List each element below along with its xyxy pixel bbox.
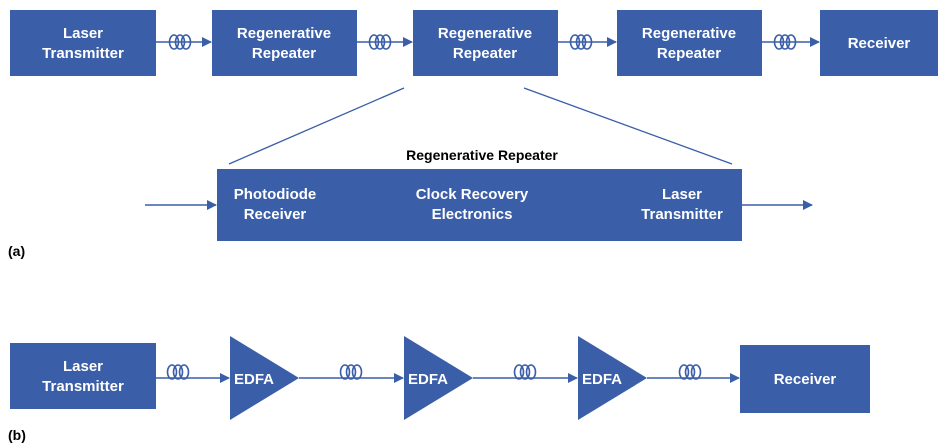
box-label: Receiver — [848, 35, 911, 52]
b-edfa-amplifier-1: EDFA — [230, 336, 299, 420]
box-shape — [820, 10, 938, 76]
regenerative-repeater-detail-box: Photodiode Receiver Clock Recovery Elect… — [217, 169, 742, 241]
b-edfa-amplifier-2: EDFA — [404, 336, 473, 420]
box-label-line1: Regenerative — [642, 25, 736, 42]
a-fiber-link-4 — [762, 34, 820, 50]
clock-recovery-line2: Electronics — [432, 206, 513, 223]
fiber-coil-icon — [513, 364, 537, 380]
b-fiber-link-4 — [647, 364, 740, 383]
a-regenerative-repeater-box-1: Regenerative Repeater — [212, 10, 357, 76]
fiber-coil-icon — [166, 364, 190, 380]
box-shape — [10, 343, 156, 409]
a-fiber-link-3 — [558, 34, 617, 50]
a-regenerative-repeater-box-2: Regenerative Repeater — [413, 10, 558, 76]
amplifier-triangle-icon — [578, 336, 647, 420]
amplifier-triangle-icon — [404, 336, 473, 420]
box-label-line1: Laser — [63, 358, 103, 375]
a-fiber-link-2 — [357, 34, 413, 50]
a-fiber-link-1 — [156, 34, 212, 50]
box-shape — [740, 345, 870, 413]
panel-b: Laser Transmitter EDFA EDFA EDFA — [8, 336, 870, 443]
amplifier-label: EDFA — [582, 371, 622, 388]
box-shape — [617, 10, 762, 76]
photodiode-receiver-line2: Receiver — [244, 206, 307, 223]
b-edfa-amplifier-3: EDFA — [578, 336, 647, 420]
laser-transmitter-line2: Transmitter — [641, 206, 723, 223]
panel-a: Laser Transmitter Regenerative Repeater … — [8, 10, 938, 259]
a-receiver-box: Receiver — [820, 10, 938, 76]
b-fiber-link-1 — [156, 364, 230, 383]
box-label-line2: Repeater — [657, 45, 721, 62]
panel-a-label: (a) — [8, 243, 25, 259]
amplifier-label: EDFA — [234, 371, 274, 388]
amplifier-label: EDFA — [408, 371, 448, 388]
b-fiber-link-2 — [299, 364, 404, 383]
fiber-coil-icon — [339, 364, 363, 380]
box-shape — [212, 10, 357, 76]
detail-title: Regenerative Repeater — [406, 147, 558, 163]
box-label-line2: Repeater — [252, 45, 316, 62]
box-shape — [413, 10, 558, 76]
amplifier-triangle-icon — [230, 336, 299, 420]
box-label-line1: Regenerative — [237, 25, 331, 42]
expansion-line-right — [523, 87, 733, 165]
panel-b-label: (b) — [8, 427, 26, 443]
box-label-line2: Transmitter — [42, 45, 124, 62]
box-label-line2: Transmitter — [42, 378, 124, 395]
b-fiber-link-3 — [473, 364, 578, 383]
box-label: Receiver — [774, 371, 837, 388]
laser-transmitter-line1: Laser — [662, 186, 702, 203]
clock-recovery-line1: Clock Recovery — [416, 186, 529, 203]
a-regenerative-repeater-box-3: Regenerative Repeater — [617, 10, 762, 76]
detail-box-shape — [217, 169, 742, 241]
fiber-coil-icon — [678, 364, 702, 380]
expansion-line-left — [228, 87, 405, 165]
photodiode-receiver-line1: Photodiode — [234, 186, 317, 203]
box-label-line2: Repeater — [453, 45, 517, 62]
b-laser-transmitter-box: Laser Transmitter — [10, 343, 156, 409]
box-label-line1: Laser — [63, 25, 103, 42]
box-shape — [10, 10, 156, 76]
box-label-line1: Regenerative — [438, 25, 532, 42]
b-receiver-box: Receiver — [740, 345, 870, 413]
a-laser-transmitter-box: Laser Transmitter — [10, 10, 156, 76]
